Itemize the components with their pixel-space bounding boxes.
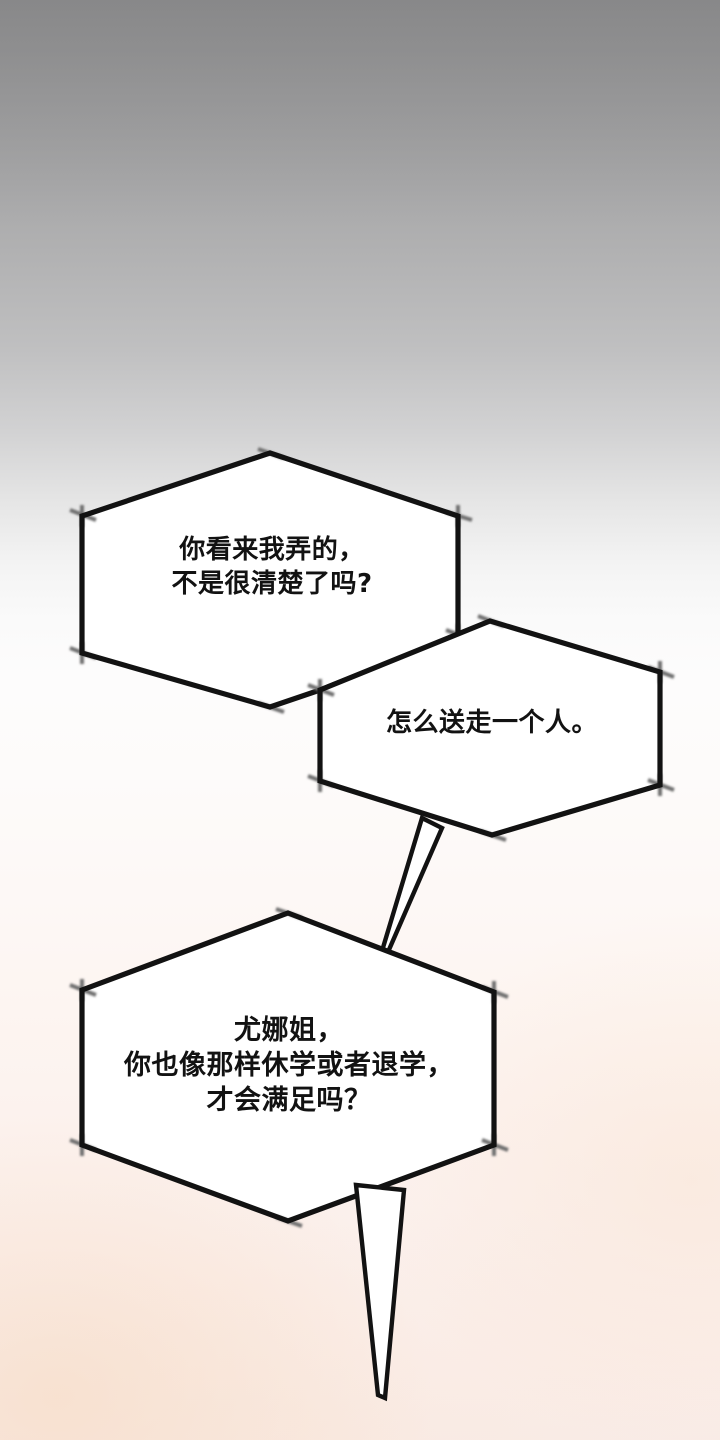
speech-bubble-2-fill bbox=[320, 621, 660, 835]
speech-bubble-3-outline bbox=[79, 910, 497, 1224]
speech-bubble-3-fill bbox=[82, 913, 494, 1221]
speech-bubble-1-outline bbox=[79, 450, 461, 710]
speech-bubble-3-tail bbox=[353, 1182, 407, 1402]
speech-bubble-3-text: 尤娜姐， 你也像那样休学或者退学， 才会满足吗？ bbox=[124, 1015, 454, 1117]
speech-bubble-3 bbox=[69, 907, 509, 1402]
speech-bubble-2-outline bbox=[317, 618, 663, 838]
speech-bubble-2-text: 怎么送走一个人。 bbox=[385, 708, 598, 738]
speech-bubble-1-fill bbox=[82, 453, 458, 707]
speech-bubble-2 bbox=[307, 614, 675, 955]
speech-bubble-1-text: 你看来我弄的， 不是很清楚了吗? bbox=[171, 535, 373, 599]
speech-bubble-2-tail bbox=[379, 814, 445, 955]
speech-bubble-1 bbox=[69, 447, 473, 714]
